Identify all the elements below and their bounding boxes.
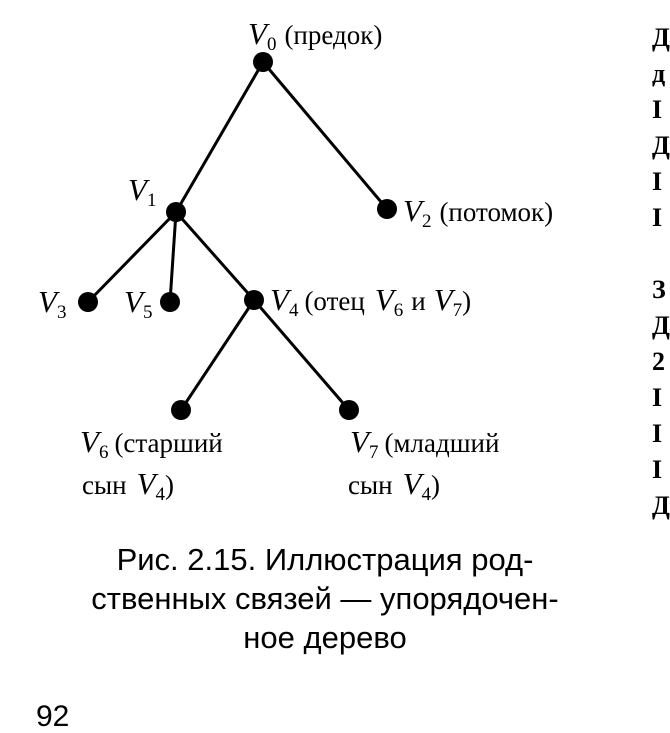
figure-caption: Рис. 2.15. Иллюстрация род- ственных свя… bbox=[22, 540, 628, 657]
edge-glyph: I bbox=[652, 383, 663, 412]
label-v5: V5 bbox=[124, 284, 152, 323]
edge-glyph: Д bbox=[652, 491, 670, 520]
cropped-right-column: Д д I Д I I З Д 2 I I I Д bbox=[652, 20, 670, 524]
edge-glyph: I bbox=[652, 203, 663, 232]
label-v7-line1: V7(младший bbox=[350, 424, 499, 463]
edge-glyph: д bbox=[652, 59, 666, 88]
caption-line-1: Рис. 2.15. Иллюстрация род- bbox=[116, 542, 534, 577]
node-v6 bbox=[171, 400, 191, 420]
edge-glyph: Д bbox=[652, 311, 670, 340]
edge-v0-v2 bbox=[261, 61, 389, 210]
page-number: 92 bbox=[36, 700, 70, 733]
edge-glyph: 2 bbox=[652, 347, 665, 376]
node-v0 bbox=[253, 52, 273, 72]
edge-glyph: З bbox=[652, 275, 666, 304]
node-v2 bbox=[377, 199, 397, 219]
edge-v0-v1 bbox=[174, 61, 265, 213]
node-v1 bbox=[166, 202, 186, 222]
edge-v4-v7 bbox=[252, 299, 351, 411]
caption-line-2: ственных связей — упорядочен- bbox=[91, 581, 559, 616]
edge-glyph: Д bbox=[652, 131, 670, 160]
node-v3 bbox=[78, 292, 98, 312]
edge-v1-v3 bbox=[86, 210, 178, 304]
label-v2: V2(потомок) bbox=[403, 193, 553, 232]
edge-glyph: Д bbox=[652, 23, 670, 52]
caption-line-3: ное дерево bbox=[243, 620, 407, 655]
node-v4 bbox=[244, 290, 264, 310]
label-v6-line1: V6(старший bbox=[80, 424, 223, 463]
edge-glyph: I bbox=[652, 167, 663, 196]
edge-v4-v6 bbox=[179, 299, 256, 411]
node-v7 bbox=[339, 400, 359, 420]
tree-edges bbox=[86, 61, 389, 411]
node-v5 bbox=[160, 292, 180, 312]
label-v0: V0(предок) bbox=[248, 16, 382, 55]
label-v3: V3 bbox=[38, 284, 66, 323]
edge-glyph: I bbox=[652, 95, 663, 124]
edge-v1-v4 bbox=[174, 211, 256, 301]
label-v1: V1 bbox=[128, 172, 156, 211]
edge-glyph bbox=[652, 236, 666, 272]
edge-glyph: I bbox=[652, 455, 663, 484]
edge-glyph: I bbox=[652, 419, 663, 448]
tree-nodes bbox=[78, 52, 397, 420]
edge-v1-v5 bbox=[168, 211, 178, 303]
